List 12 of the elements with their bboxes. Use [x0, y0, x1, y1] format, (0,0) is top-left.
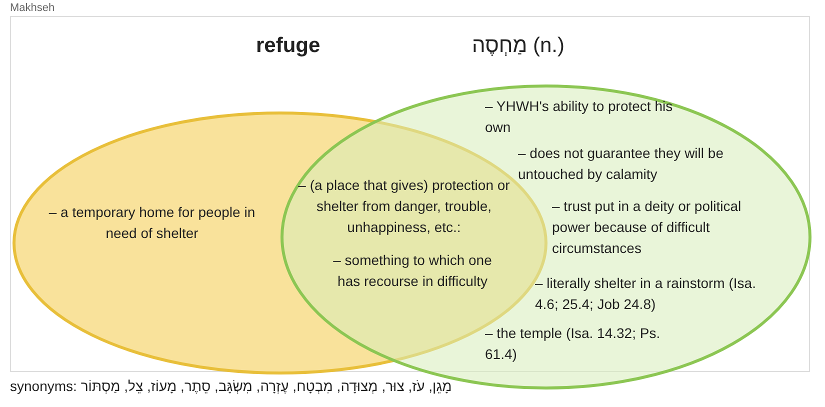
diagram-title: Makhseh	[10, 2, 55, 14]
definition-text: – a temporary home for people in need of shelter	[48, 203, 256, 243]
synonyms-text: synonyms: מָגֵן, עֹז, צוּר, מְצוּדָה, מִבְטָח, עֶזְרָה, מִשְׂגָּב, סֵתֶר, מָעוֹז, צֵל, מַסְתּוֹר	[10, 377, 452, 396]
definition-text: – YHWH's ability to protect his own	[485, 97, 674, 137]
definition-text: – something to which one has recourse in difficulty	[332, 251, 493, 291]
definition-text: – literally shelter in a rainstorm (Isa. 4.6; 25.4; Job 24.8)	[535, 274, 757, 314]
set-heading: refuge	[256, 34, 320, 58]
definition-text: – trust put in a deity or political power because of difficult circumstances	[552, 197, 742, 258]
set-heading: מַחְסֶה (n.)	[472, 34, 564, 58]
definition-text: – the temple (Isa. 14.32; Ps. 61.4)	[485, 324, 662, 364]
definition-text: – does not guarantee they will be untouched by calamity	[518, 144, 724, 184]
definition-text: – (a place that gives) protection or shelter from danger, trouble, unhappiness, etc.:	[298, 176, 510, 237]
